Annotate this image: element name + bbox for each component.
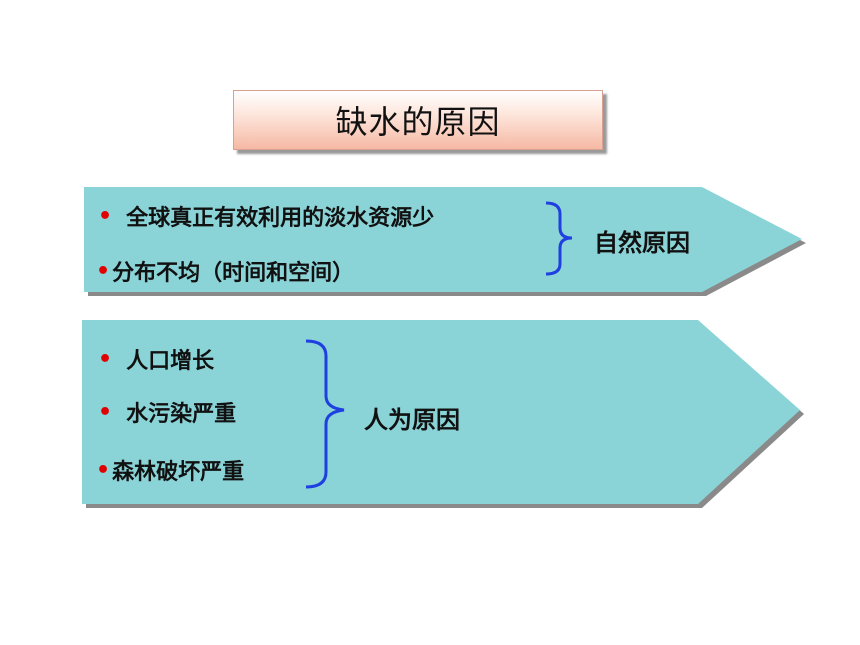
human-item-3-text: 森林破坏严重 xyxy=(112,460,245,485)
bullet-icon: • xyxy=(98,399,113,425)
bullet-icon: • xyxy=(98,346,113,372)
natural-causes-label: 自然原因 xyxy=(594,229,690,257)
human-causes-label: 人为原因 xyxy=(364,406,460,434)
human-item-2: • 水污染严重 xyxy=(98,396,236,428)
natural-item-1: • 全球真正有效利用的淡水资源少 xyxy=(98,200,434,232)
human-brace xyxy=(305,339,345,489)
human-item-2-text: 水污染严重 xyxy=(126,402,237,427)
human-item-1: • 人口增长 xyxy=(98,343,214,375)
natural-item-2: • 分布不均（时间和空间） xyxy=(96,255,354,287)
title-box: 缺水的原因 xyxy=(233,90,603,150)
human-item-1-text: 人口增长 xyxy=(126,349,215,374)
bullet-icon: • xyxy=(96,457,111,483)
natural-causes-arrow xyxy=(84,187,802,292)
natural-brace xyxy=(545,201,573,276)
natural-item-2-text: 分布不均（时间和空间） xyxy=(112,261,355,286)
human-item-3: • 森林破坏严重 xyxy=(96,454,244,486)
bullet-icon: • xyxy=(96,258,111,284)
natural-item-1-text: 全球真正有效利用的淡水资源少 xyxy=(126,206,435,231)
bullet-icon: • xyxy=(98,203,113,229)
human-causes-arrow xyxy=(82,320,800,504)
slide-title: 缺水的原因 xyxy=(335,103,501,141)
